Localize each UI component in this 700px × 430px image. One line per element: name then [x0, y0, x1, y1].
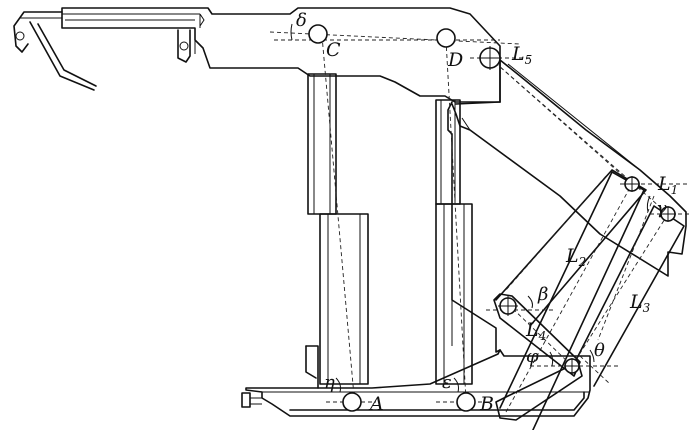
label-B: B	[479, 393, 494, 415]
pin-A	[342, 392, 362, 412]
label-L4: L4	[525, 319, 546, 343]
reference-lines	[269, 31, 690, 403]
pin-C	[308, 24, 328, 44]
label-D: D	[447, 49, 463, 71]
base-frame	[241, 345, 591, 417]
angle-arcs	[290, 23, 651, 393]
link-labels: L5 L1 L2 L3 L4	[511, 43, 678, 343]
pin-B	[456, 392, 476, 412]
label-beta: β	[537, 284, 548, 305]
label-A: A	[368, 393, 384, 415]
angle-labels: δ γ β φ θ η ε	[296, 10, 667, 393]
front-leg-cylinder	[307, 35, 369, 397]
caving-shield	[451, 59, 687, 277]
label-phi: φ	[526, 346, 539, 367]
label-eta: η	[324, 372, 335, 393]
link-L5	[489, 57, 669, 215]
rear-leg-cylinder	[435, 39, 473, 401]
pin-joints	[308, 24, 676, 412]
label-L3: L3	[629, 291, 651, 315]
canopy-beam	[13, 7, 501, 103]
pin-D	[436, 28, 456, 48]
label-L1: L1	[657, 173, 678, 197]
link-L4	[493, 293, 583, 421]
label-epsilon: ε	[442, 372, 452, 393]
label-L5: L5	[511, 43, 532, 67]
label-C: C	[326, 39, 341, 61]
label-delta: δ	[296, 10, 307, 31]
label-L2: L2	[565, 245, 586, 269]
link-L3	[569, 205, 685, 387]
label-gamma: γ	[656, 198, 667, 219]
label-theta: θ	[594, 340, 605, 361]
front-link-body	[447, 101, 501, 353]
point-labels: C D A B	[326, 39, 494, 415]
